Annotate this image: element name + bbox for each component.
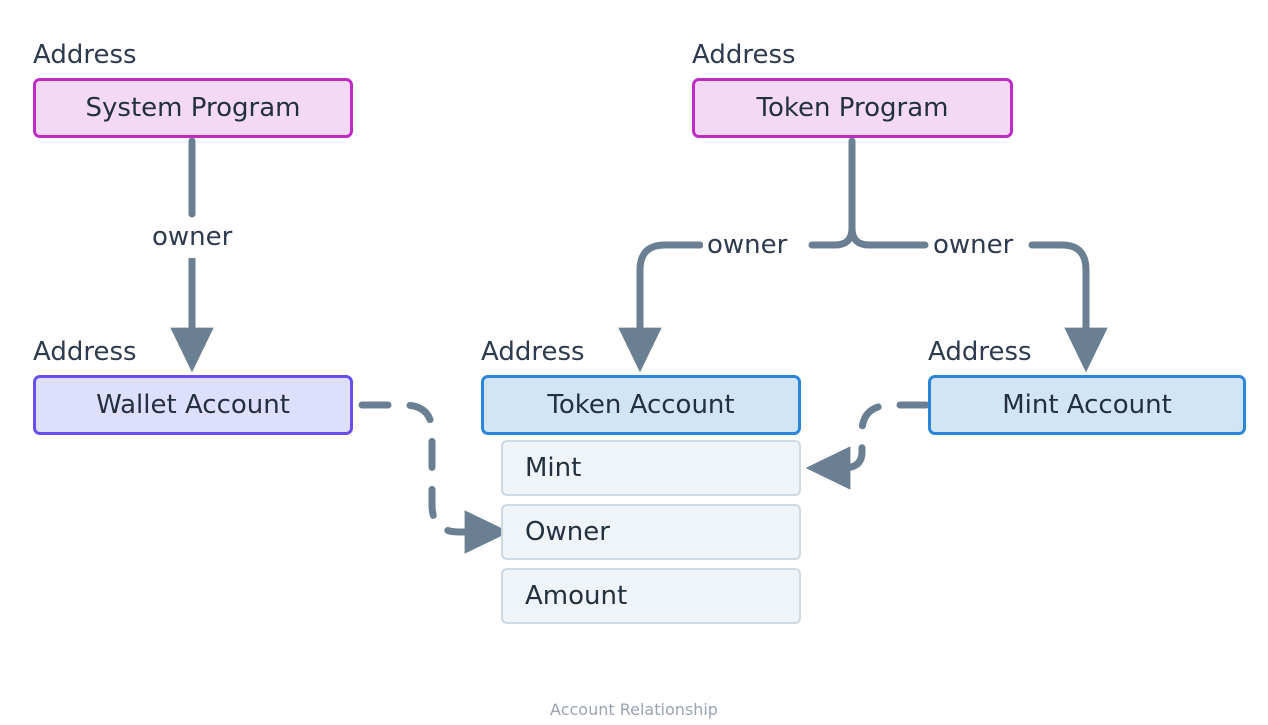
edge-wallet-account-to-owner-field bbox=[358, 401, 510, 554]
node-token-program[interactable]: Token Program bbox=[692, 78, 1013, 138]
node-mint-account[interactable]: Mint Account bbox=[928, 375, 1246, 435]
address-label-token-program: Address bbox=[692, 40, 796, 70]
node-system-program[interactable]: System Program bbox=[33, 78, 353, 138]
node-token-account[interactable]: Token Account bbox=[481, 375, 801, 435]
address-label-system-program: Address bbox=[33, 40, 137, 70]
edge-mint-account-to-mint-field bbox=[805, 401, 930, 490]
diagram-caption: Account Relationship bbox=[550, 700, 718, 719]
address-label-mint-account: Address bbox=[928, 337, 1032, 367]
node-wallet-account[interactable]: Wallet Account bbox=[33, 375, 353, 435]
token-account-field-owner[interactable]: Owner bbox=[501, 504, 801, 560]
edge-label-system-owner: owner bbox=[148, 224, 237, 250]
token-account-field-amount[interactable]: Amount bbox=[501, 568, 801, 624]
address-label-token-account: Address bbox=[481, 337, 585, 367]
edge-label-token-account-owner: owner bbox=[703, 232, 792, 258]
token-account-field-mint[interactable]: Mint bbox=[501, 440, 801, 496]
edge-label-mint-account-owner: owner bbox=[929, 232, 1018, 258]
address-label-wallet-account: Address bbox=[33, 337, 137, 367]
